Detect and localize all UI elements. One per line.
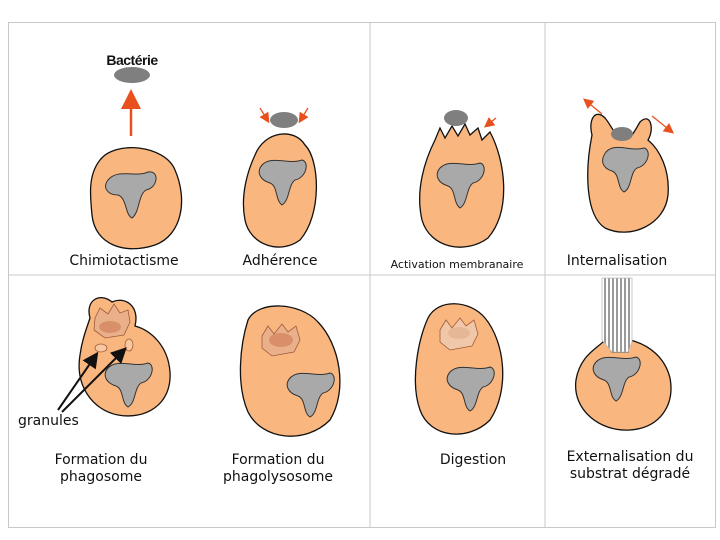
cell-chimiotactisme: [89, 67, 183, 250]
granules-pointer: [57, 351, 99, 411]
nucleus: [286, 372, 335, 418]
cell-phagosome: [57, 297, 171, 417]
granule: [94, 343, 108, 353]
nucleus: [446, 366, 495, 412]
step-label-internalisation: Internalisation: [566, 253, 668, 269]
nucleus: [104, 362, 153, 408]
step-label-digestion: Digestion: [439, 452, 507, 468]
degraded-substrate: [601, 277, 633, 353]
nucleus: [592, 356, 641, 402]
cell-phagolysosome: [239, 305, 341, 437]
nucleus: [258, 159, 307, 206]
nucleus: [602, 146, 649, 193]
cell-internalisation: [582, 98, 675, 233]
grid-lines: [8, 22, 716, 528]
nucleus: [105, 171, 157, 219]
granule: [124, 338, 134, 352]
bacterium-icon: [444, 110, 468, 126]
bacterium-label: Bactérie: [106, 52, 158, 68]
cell-externalisation: [575, 277, 672, 431]
step-label-chimiotactisme: Chimiotactisme: [69, 253, 179, 269]
cell-digestion: [414, 303, 504, 435]
cell-activation: [419, 110, 505, 248]
step-label-phagosome: Formation du phagosome: [54, 452, 148, 485]
step-label-activation: Activation membranaire: [390, 258, 524, 271]
step-label-externalisation: Externalisation du substrat dégradé: [566, 449, 694, 482]
bacterium-icon: [114, 67, 150, 83]
step-label-adherence: Adhérence: [242, 253, 318, 269]
cell-adherence: [242, 107, 318, 248]
bacterium-icon: [611, 127, 633, 141]
granules-pointer: [61, 347, 127, 413]
nucleus: [436, 162, 485, 209]
bacterium-icon: [270, 112, 298, 128]
step-label-phagolysosome: Formation du phagolysosome: [223, 452, 333, 485]
granules-label: granules: [18, 413, 79, 429]
